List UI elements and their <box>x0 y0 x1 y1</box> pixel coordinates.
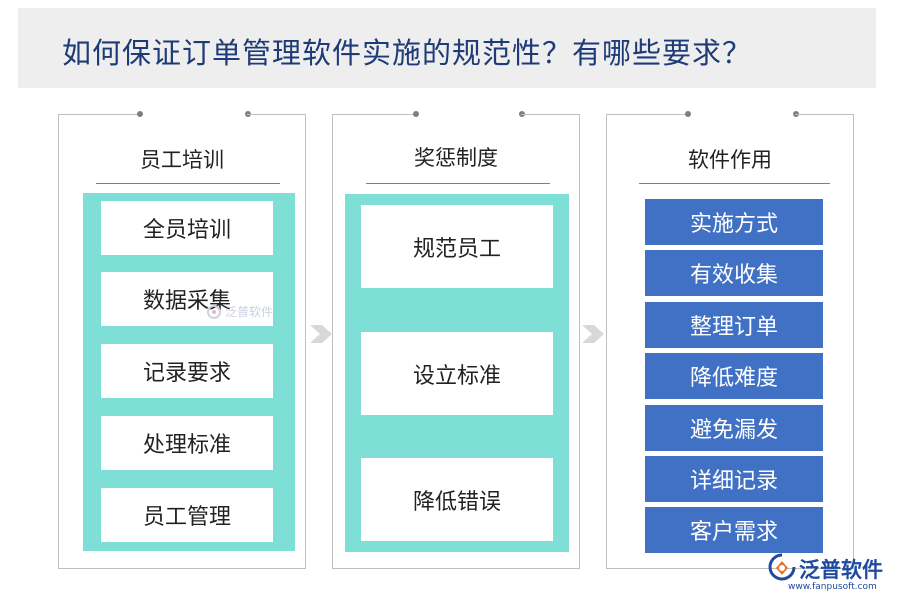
chevron-right-icon <box>582 325 604 343</box>
list-item: 设立标准 <box>361 332 553 415</box>
list-item: 有效收集 <box>645 250 823 296</box>
list-item: 避免漏发 <box>645 405 823 451</box>
list-item: 全员培训 <box>101 201 273 255</box>
panel-top-border <box>247 114 305 115</box>
list-item: 实施方式 <box>645 199 823 245</box>
panel-corner-dot <box>413 111 419 117</box>
panel-corner-dot <box>685 111 691 117</box>
logo-icon <box>207 304 221 319</box>
list-item: 数据采集 <box>101 272 273 326</box>
brand-logo: 泛普软件 www.fanpusoft.com <box>766 552 896 596</box>
panel-top-border <box>59 114 139 115</box>
title-bar: 如何保证订单管理软件实施的规范性？有哪些要求？ <box>18 8 876 88</box>
list-item: 降低难度 <box>645 353 823 399</box>
page-title: 如何保证订单管理软件实施的规范性？有哪些要求？ <box>62 36 753 70</box>
watermark-text: 泛普软件 <box>225 305 274 319</box>
panel-top-border <box>521 114 579 115</box>
list-item: 记录要求 <box>101 344 273 398</box>
logo-name: 泛普软件 <box>799 558 883 582</box>
list-item: 处理标准 <box>101 416 273 470</box>
logo-url: www.fanpusoft.com <box>788 582 877 592</box>
panel-divider <box>96 183 280 184</box>
panel-content-box: 全员培训 数据采集 记录要求 处理标准 员工管理 <box>83 193 295 551</box>
panel-heading: 员工培训 <box>140 148 224 172</box>
chevron-right-icon <box>310 325 332 343</box>
panel-divider <box>366 183 550 184</box>
panel-top-border <box>795 114 853 115</box>
list-item: 客户需求 <box>645 507 823 553</box>
panel-software-role: 软件作用 实施方式 有效收集 整理订单 降低难度 避免漏发 详细记录 客户需求 <box>606 111 854 569</box>
panel-reward-punishment: 奖惩制度 规范员工 设立标准 降低错误 <box>332 111 580 569</box>
list-item: 规范员工 <box>361 205 553 288</box>
watermark: 泛普软件 <box>206 303 273 320</box>
list-item: 降低错误 <box>361 458 553 541</box>
list-item: 整理订单 <box>645 302 823 348</box>
panel-corner-dot <box>137 111 143 117</box>
list-item: 员工管理 <box>101 488 273 542</box>
list-item: 详细记录 <box>645 456 823 502</box>
panel-heading: 软件作用 <box>688 148 772 172</box>
logo-icon <box>768 553 796 581</box>
panel-content-box: 规范员工 设立标准 降低错误 <box>345 194 569 552</box>
panel-top-border <box>333 114 415 115</box>
panel-top-border <box>607 114 687 115</box>
panel-heading: 奖惩制度 <box>414 146 498 170</box>
panel-employee-training: 员工培训 全员培训 数据采集 记录要求 处理标准 员工管理 <box>58 111 306 569</box>
panel-divider <box>639 183 830 184</box>
